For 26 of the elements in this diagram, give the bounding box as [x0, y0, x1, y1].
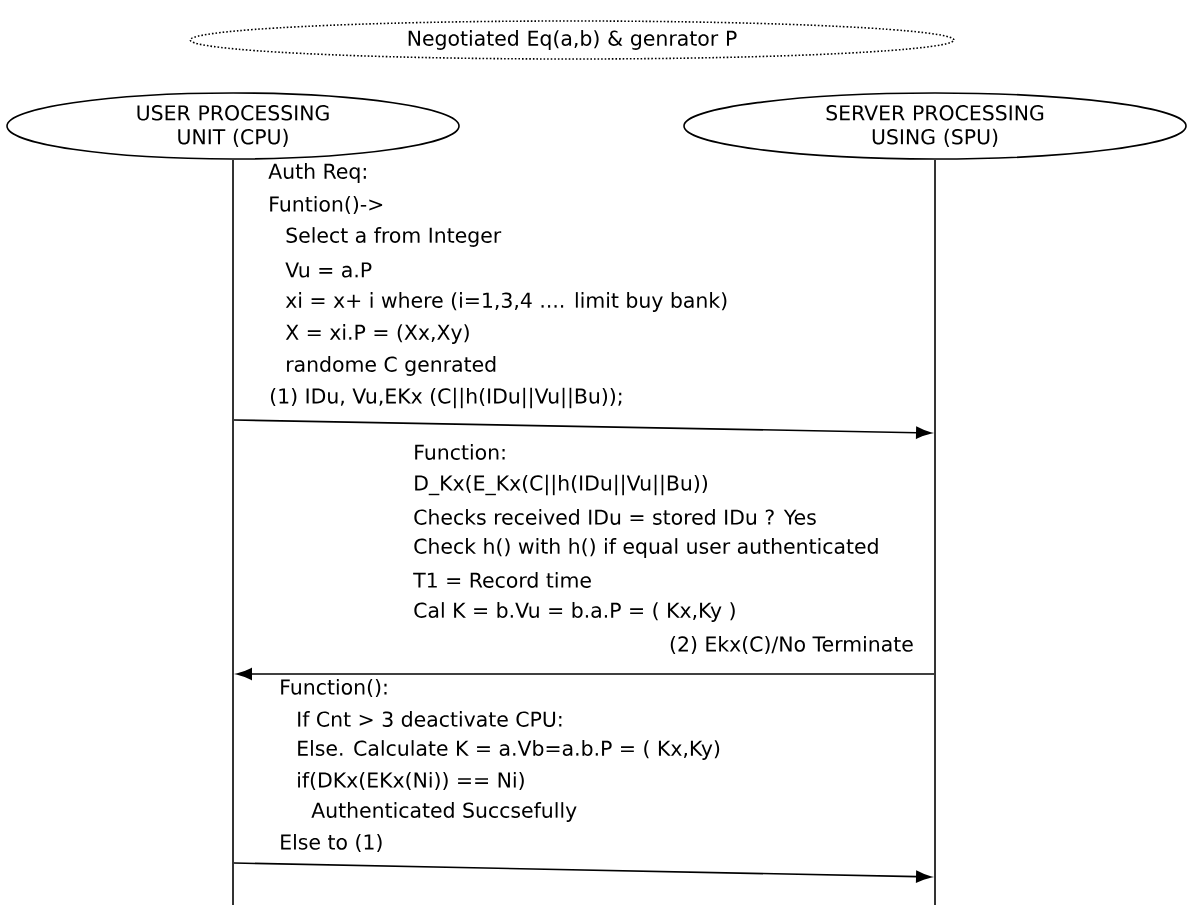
code-line: Auth Req: — [268, 163, 366, 183]
code-line: xi = x+ i where (i=1,3,4 .... limit buy bank) — [285, 292, 727, 312]
code-line: Funtion()-> — [270, 195, 383, 215]
code-line: Check h() with h() if equal user authenticated — [414, 538, 878, 558]
code-line: T1 = Record time — [413, 572, 591, 588]
code-line: If Cnt > 3 deactivate CPU: — [298, 711, 562, 727]
code-line: if(DKx(EKx(Ni)) == Ni) — [298, 771, 524, 791]
code-line: Else to (1) — [281, 833, 382, 853]
code-line: randome C genrated — [287, 356, 496, 376]
code-line: D_Kx(E_Kx(C||h(IDu||Vu||Bu)) — [415, 474, 708, 496]
code-line: Else. Calculate K = a.Vb=a.b.P = ( Kx,Ky) — [298, 740, 720, 760]
code-line: Checks received IDu = stored IDu ? Yes — [414, 509, 816, 525]
message-label: (1) IDu, Vu,EKx (C||h(IDu||Vu||Bu)); — [268, 386, 625, 410]
lifeline — [232, 160, 234, 905]
message-arrow — [233, 419, 932, 439]
code-line: Select a from Integer — [286, 227, 502, 247]
code-line: X = xi.P = (Xx,Xy) — [285, 324, 469, 344]
code-line: Authenticated Succsefully — [311, 802, 577, 822]
lifeline — [934, 160, 936, 905]
code-line: Vu = a.P — [285, 262, 372, 278]
message-arrow — [233, 862, 932, 883]
code-line: Function(): — [281, 678, 387, 698]
code-line: Function: — [415, 444, 505, 460]
code-line: Cal K = b.Vu = b.a.P = ( Kx,Ky ) — [414, 602, 735, 622]
message-arrow — [236, 668, 935, 680]
message-label: (2) Ekx(C)/No Terminate — [668, 634, 915, 656]
